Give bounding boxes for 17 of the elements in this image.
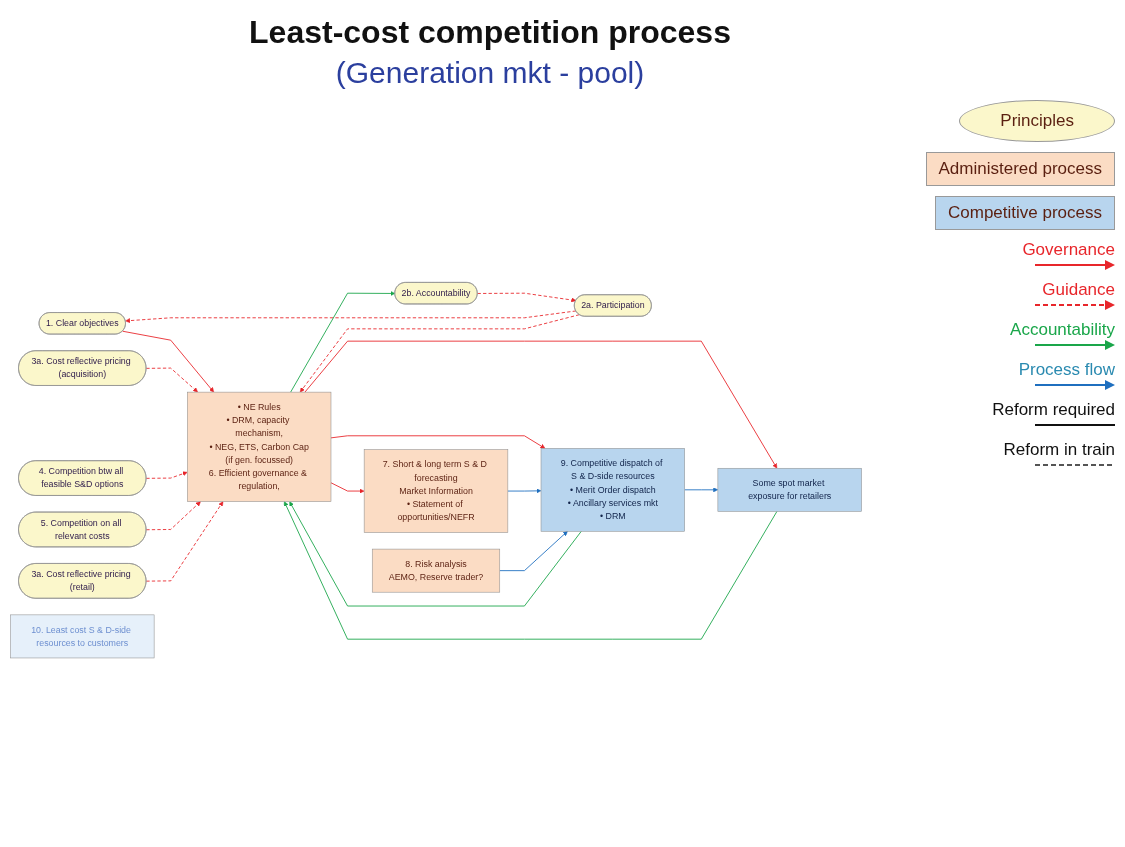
legend-label: Reform in train xyxy=(1003,440,1115,459)
diagram-title: Least-cost competition process xyxy=(248,14,732,51)
node-box: 9. Competitive dispatch of S & D-side resources • Merit Order dispatch • Ancillary services mkt • DRM xyxy=(540,447,685,532)
legend-swatch: Principles xyxy=(959,100,1115,142)
legend-label: Reform required xyxy=(992,400,1115,419)
node-box: 7. Short & long term S & D forecasting Market Information • Statement of opportunities/NEFR xyxy=(363,449,509,533)
node-box: • NE Rules • DRM, capacity mechanism, • NEG, ETS, Carbon Cap (if gen. focussed) 6. Efficient governance & regulation, xyxy=(187,391,332,502)
node-box: Some spot market exposure for retailers xyxy=(717,467,862,512)
legend-label: Accountability xyxy=(1010,320,1115,339)
legend-label: Governance xyxy=(1022,240,1115,259)
node-box: 8. Risk analysis AEMO, Reserve trader? xyxy=(371,548,501,593)
legend-label: Process flow xyxy=(1018,360,1115,379)
legend-swatch: Competitive process xyxy=(935,196,1115,230)
legend-label: Guidance xyxy=(1042,280,1115,299)
diagram-subtitle: (Generation mkt - pool) xyxy=(334,56,646,90)
legend-swatch: Administered process xyxy=(925,152,1115,186)
node-box: 10. Least cost S & D-side resources to customers xyxy=(10,614,155,659)
